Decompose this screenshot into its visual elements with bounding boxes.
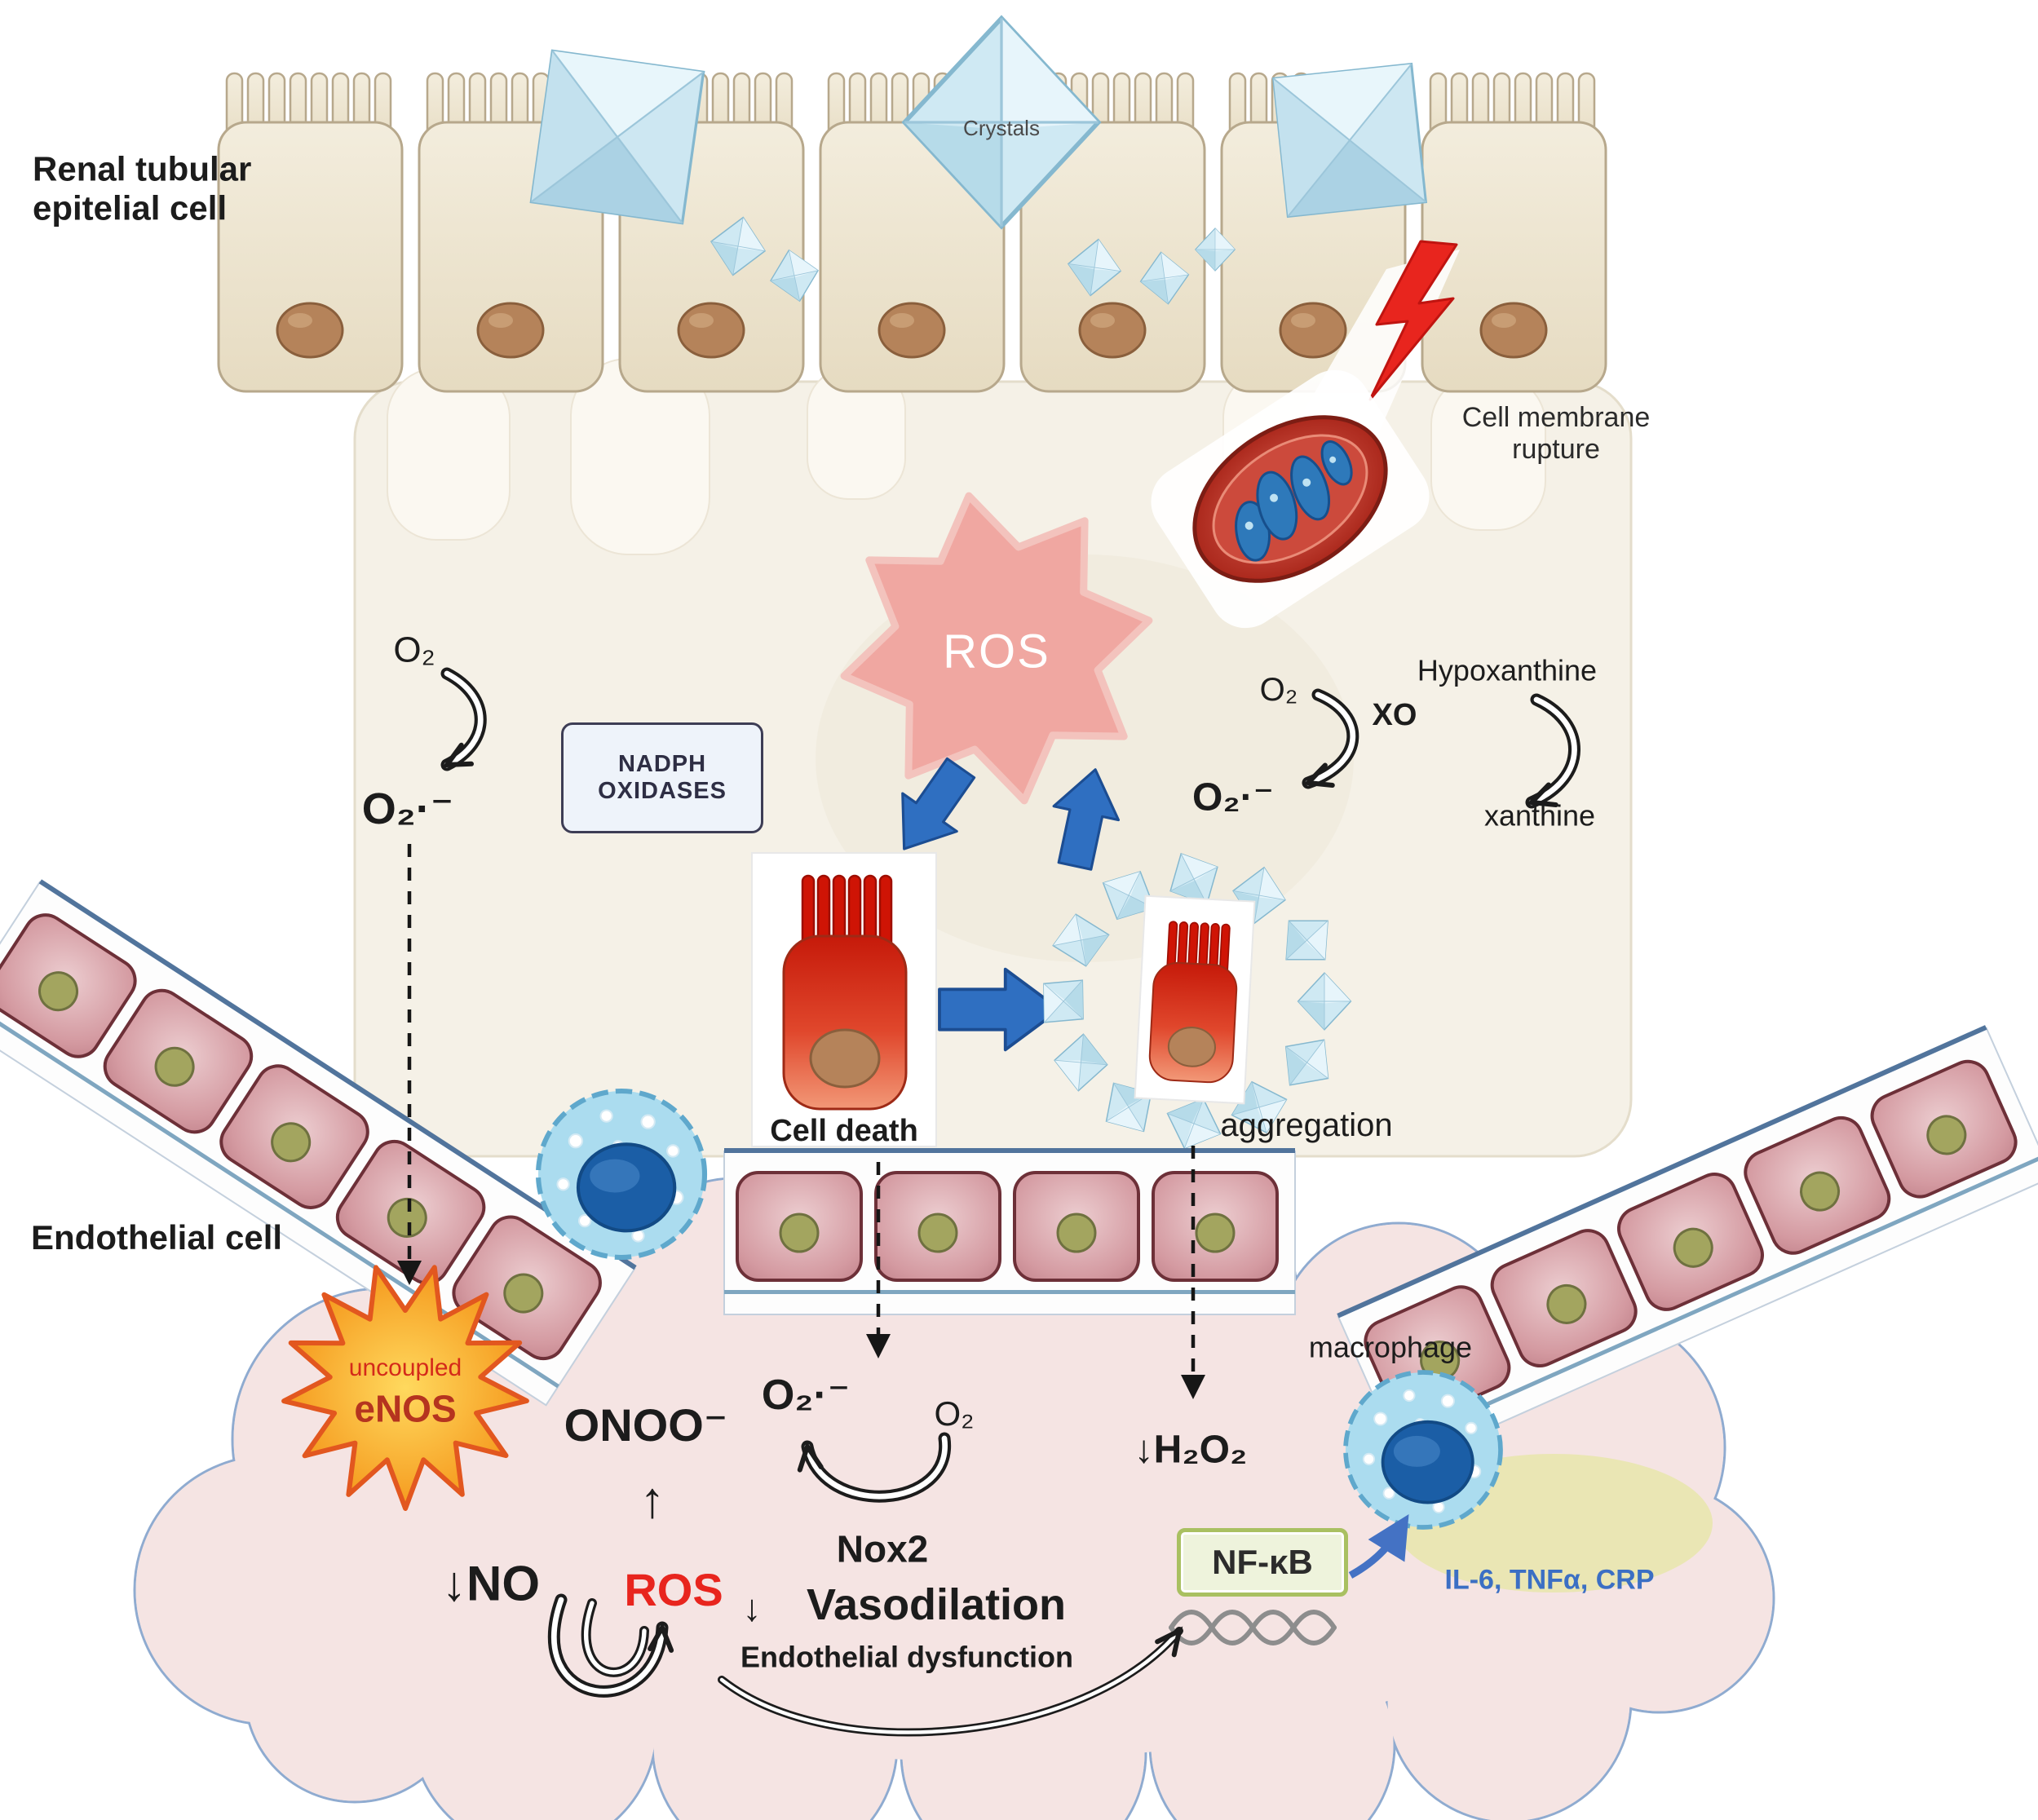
nfkb-box: NF-κB [1177, 1528, 1348, 1597]
dashed-signal-arrows [397, 844, 1205, 1399]
renal-cell-label: Renal tubular epitelial cell [33, 150, 251, 229]
xanthine-label: xanthine [1483, 798, 1596, 833]
renal-cell-label-line1: Renal tubular [33, 149, 252, 188]
superoxide-bottom-label: O₂·⁻ [761, 1372, 851, 1420]
membrane-rupture-line2: rupture [1512, 434, 1600, 465]
onoo-label: ONOO⁻ [564, 1398, 728, 1451]
nfkb-label: NF-κB [1212, 1543, 1313, 1581]
cytokines-label: IL-6, TNFα, CRP [1444, 1564, 1655, 1596]
macrophage-label: macrophage [1308, 1330, 1473, 1364]
renal-cell-label-line2: epitelial cell [33, 189, 228, 228]
superoxide-right-label: O₂·⁻ [1192, 775, 1274, 819]
o2-left-label: O₂ [393, 629, 435, 670]
endothelial-cell-label: Endothelial cell [31, 1217, 283, 1257]
vasodilation-label: Vasodilation [806, 1579, 1067, 1629]
ros-red-label: ROS [624, 1563, 723, 1615]
no-label: ↓NO [442, 1556, 540, 1611]
uncoupled-enos-burst [281, 1265, 529, 1511]
xo-label: XO [1372, 698, 1417, 733]
crystal-aggregation-panel [1023, 841, 1352, 1160]
endothelial-cell-rows [0, 879, 2038, 1467]
cell-death-label: Cell death [770, 1114, 918, 1149]
aggregation-label: aggregation [1220, 1107, 1393, 1143]
ros-star [840, 492, 1153, 805]
membrane-rupture-label: Cell membrane rupture [1462, 402, 1651, 466]
enos-label: eNOS [354, 1387, 457, 1430]
h2o2-label: ↓H₂O₂ [1134, 1428, 1248, 1472]
superoxide-left-label: O₂·⁻ [361, 784, 454, 833]
up-arrow-label: ↑ [639, 1472, 665, 1529]
down-arrow-label: ↓ [742, 1586, 762, 1629]
membrane-rupture-line1: Cell membrane [1461, 401, 1651, 433]
nadph-line2: OXIDASES [598, 778, 727, 804]
uncoupled-label: uncoupled [348, 1354, 462, 1381]
crystals-label: Crystals [963, 116, 1040, 141]
nfkb-dna [1169, 1514, 1409, 1646]
hypoxanthine-label: Hypoxanthine [1417, 653, 1598, 687]
cell-death-panel [751, 852, 937, 1147]
o2-right-label: O₂ [1259, 672, 1298, 708]
nadph-line1: NADPH [617, 751, 707, 777]
endothelial-dysfunction-label: Endothelial dysfunction [740, 1640, 1074, 1674]
nox2-label: Nox2 [836, 1527, 929, 1570]
ros-label: ROS [943, 625, 1050, 678]
superoxide-reaction-arrows [440, 667, 1580, 809]
o2-bottom-label: O₂ [934, 1394, 975, 1433]
mitochondrion [1151, 369, 1430, 629]
nadph-oxidases-box: NADPH OXIDASES [561, 722, 763, 833]
bottom-reaction-arrows [547, 1432, 1183, 1737]
